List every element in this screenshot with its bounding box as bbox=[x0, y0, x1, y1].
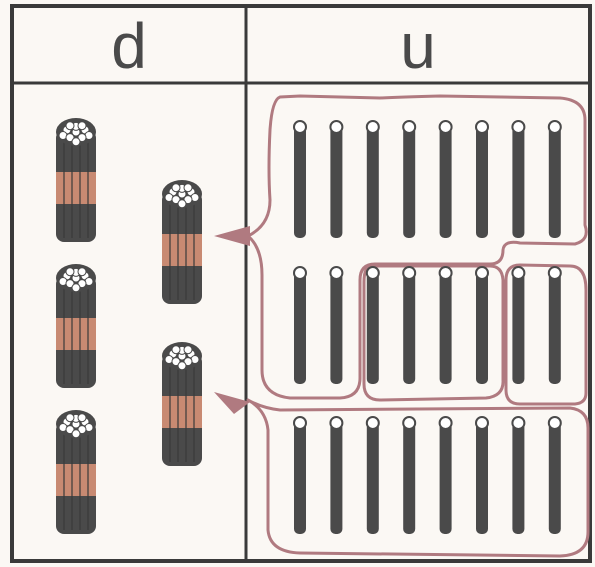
single-rod-icon bbox=[440, 267, 452, 384]
arrow-to-top-group bbox=[214, 226, 250, 246]
single-rod-icon bbox=[294, 121, 306, 238]
rod-bundle-icon bbox=[56, 410, 96, 534]
single-rod-icon bbox=[476, 417, 488, 534]
single-rod-icon bbox=[512, 267, 524, 384]
single-rod-icon bbox=[294, 417, 306, 534]
rod-bundles bbox=[56, 118, 202, 534]
rod-bundle-icon bbox=[162, 342, 202, 466]
rod-bundle-icon bbox=[56, 264, 96, 388]
single-rod-icon bbox=[403, 267, 415, 384]
rod-bundle-icon bbox=[56, 118, 96, 242]
single-rods bbox=[294, 121, 561, 534]
single-rod-icon bbox=[549, 267, 561, 384]
single-rod-icon bbox=[367, 121, 379, 238]
single-rod-icon bbox=[476, 267, 488, 384]
single-rod-icon bbox=[440, 417, 452, 534]
rod-bundle-icon bbox=[162, 180, 202, 304]
single-rod-icon bbox=[549, 121, 561, 238]
single-rod-icon bbox=[549, 417, 561, 534]
single-rod-icon bbox=[440, 121, 452, 238]
single-rod-icon bbox=[403, 417, 415, 534]
single-rod-icon bbox=[330, 121, 342, 238]
single-rod-icon bbox=[512, 417, 524, 534]
header-right: u bbox=[400, 10, 436, 82]
header-left: d bbox=[111, 10, 147, 82]
single-rod-icon bbox=[476, 121, 488, 238]
single-rod-icon bbox=[294, 267, 306, 384]
single-rod-icon bbox=[330, 417, 342, 534]
single-rod-icon bbox=[367, 417, 379, 534]
single-rod-icon bbox=[367, 267, 379, 384]
single-rod-icon bbox=[512, 121, 524, 238]
single-rod-icon bbox=[330, 267, 342, 384]
single-rod-icon bbox=[403, 121, 415, 238]
